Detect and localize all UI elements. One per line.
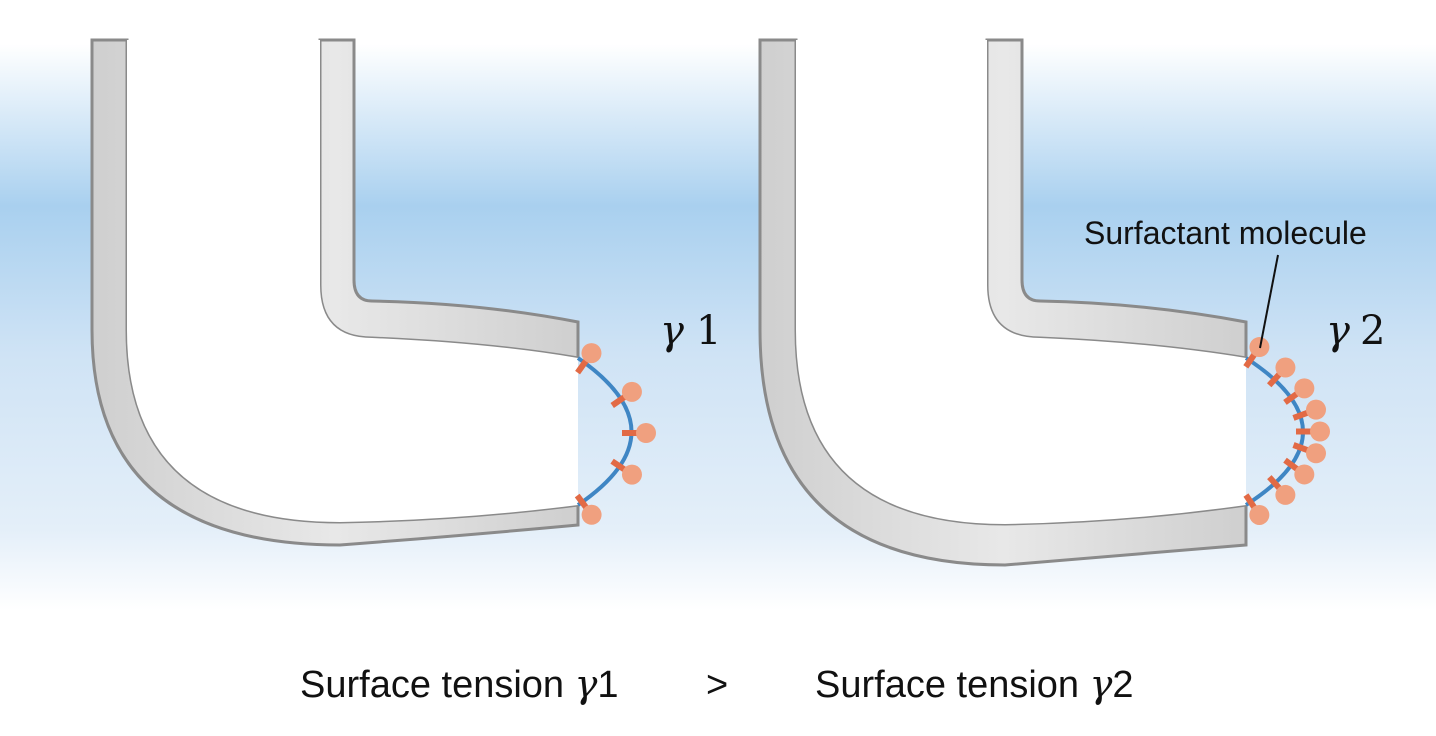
left-molecule-head — [621, 464, 642, 485]
right-tube-inner-fill — [796, 40, 1246, 524]
left-tube-assembly: γ 1 — [90, 38, 721, 547]
caption-left-greek: γ — [575, 662, 598, 706]
left-tube-inner-fill — [127, 40, 578, 522]
right-molecule-head — [1294, 378, 1315, 399]
right-molecule-head — [1275, 357, 1296, 378]
caption: Surface tension γ1 > Surface tension γ2 — [300, 662, 1133, 706]
right-molecule-head — [1306, 443, 1327, 464]
right-gamma-index: 2 — [1360, 308, 1385, 354]
right-tube-assembly: Surfactant molecule γ 2 — [758, 38, 1385, 567]
right-molecule-head — [1294, 464, 1315, 485]
left-gamma-symbol: γ — [660, 308, 684, 354]
caption-right-index: 2 — [1112, 664, 1133, 706]
left-molecule-head — [636, 423, 656, 443]
caption-left: Surface tension γ1 — [300, 662, 618, 706]
caption-operator: > — [706, 664, 728, 706]
right-molecule-head — [1249, 504, 1270, 525]
caption-right-greek: γ — [1090, 662, 1113, 706]
surfactant-callout-label: Surfactant molecule — [1084, 215, 1367, 251]
left-molecule-head — [581, 343, 602, 364]
left-molecule-head — [621, 381, 642, 402]
left-gamma-index: 1 — [696, 308, 721, 354]
surfactant-callout-line — [1259, 254, 1279, 349]
left-gamma-label: γ 1 — [660, 308, 721, 354]
right-gamma-symbol: γ — [1326, 308, 1350, 354]
left-molecule-head — [581, 504, 602, 525]
caption-left-prefix: Surface tension — [300, 664, 575, 706]
caption-right-prefix: Surface tension — [815, 664, 1090, 706]
right-molecule-head — [1306, 399, 1327, 420]
caption-right: Surface tension γ2 — [815, 662, 1133, 706]
right-surfactant-molecules — [1243, 337, 1330, 525]
right-molecule-head — [1310, 421, 1330, 442]
right-gamma-label: γ 2 — [1326, 308, 1385, 354]
caption-left-index: 1 — [597, 664, 618, 706]
left-surfactant-molecules — [574, 343, 656, 525]
right-molecule-head — [1275, 484, 1296, 505]
